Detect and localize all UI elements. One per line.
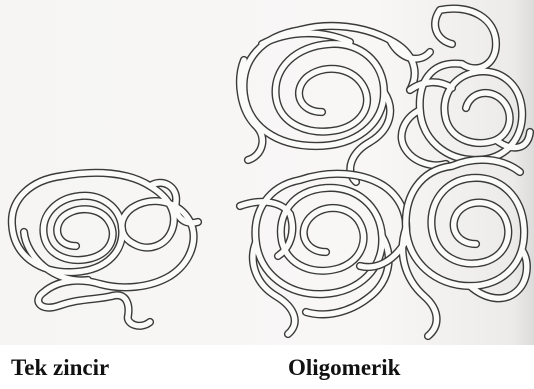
oligomeric-coil-top-right <box>402 9 530 166</box>
oligomeric-coil-bottom-left <box>240 174 406 334</box>
single-chain-coil <box>12 173 198 326</box>
protein-coil-illustration <box>0 0 534 345</box>
oligomeric-label: Oligomerik <box>288 353 400 383</box>
oligomeric-coil-top-left <box>240 26 430 182</box>
single-chain-label: Tek zincir <box>11 353 109 383</box>
